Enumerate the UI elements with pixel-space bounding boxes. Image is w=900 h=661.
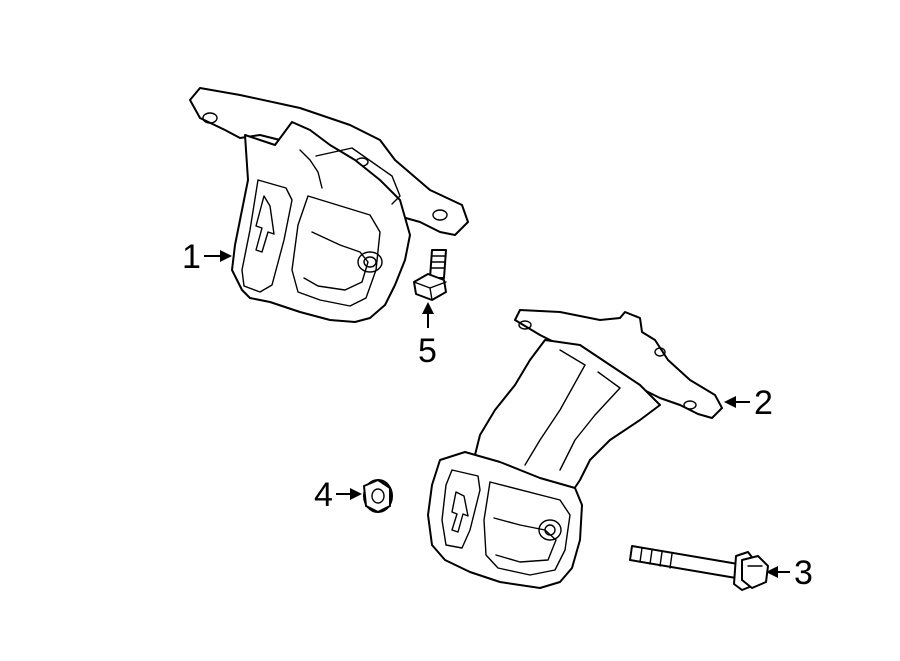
callout-5: 5 bbox=[418, 302, 437, 370]
callout-5-label: 5 bbox=[418, 332, 437, 370]
part-2-mount-bracket[interactable] bbox=[427, 309, 723, 589]
callout-2-label: 2 bbox=[754, 384, 773, 422]
callout-1: 1 bbox=[182, 238, 232, 276]
part-1-engine-mount[interactable] bbox=[189, 87, 469, 323]
callout-2: 2 bbox=[724, 384, 773, 422]
callout-3-label: 3 bbox=[794, 554, 813, 592]
callout-1-label: 1 bbox=[182, 238, 201, 276]
callout-3: 3 bbox=[766, 554, 813, 592]
part-5-bolt[interactable] bbox=[413, 249, 447, 301]
part-4-flange-nut[interactable] bbox=[363, 479, 393, 513]
callout-4: 4 bbox=[314, 476, 362, 514]
callout-4-label: 4 bbox=[314, 476, 333, 514]
part-3-flange-bolt[interactable] bbox=[629, 545, 769, 591]
